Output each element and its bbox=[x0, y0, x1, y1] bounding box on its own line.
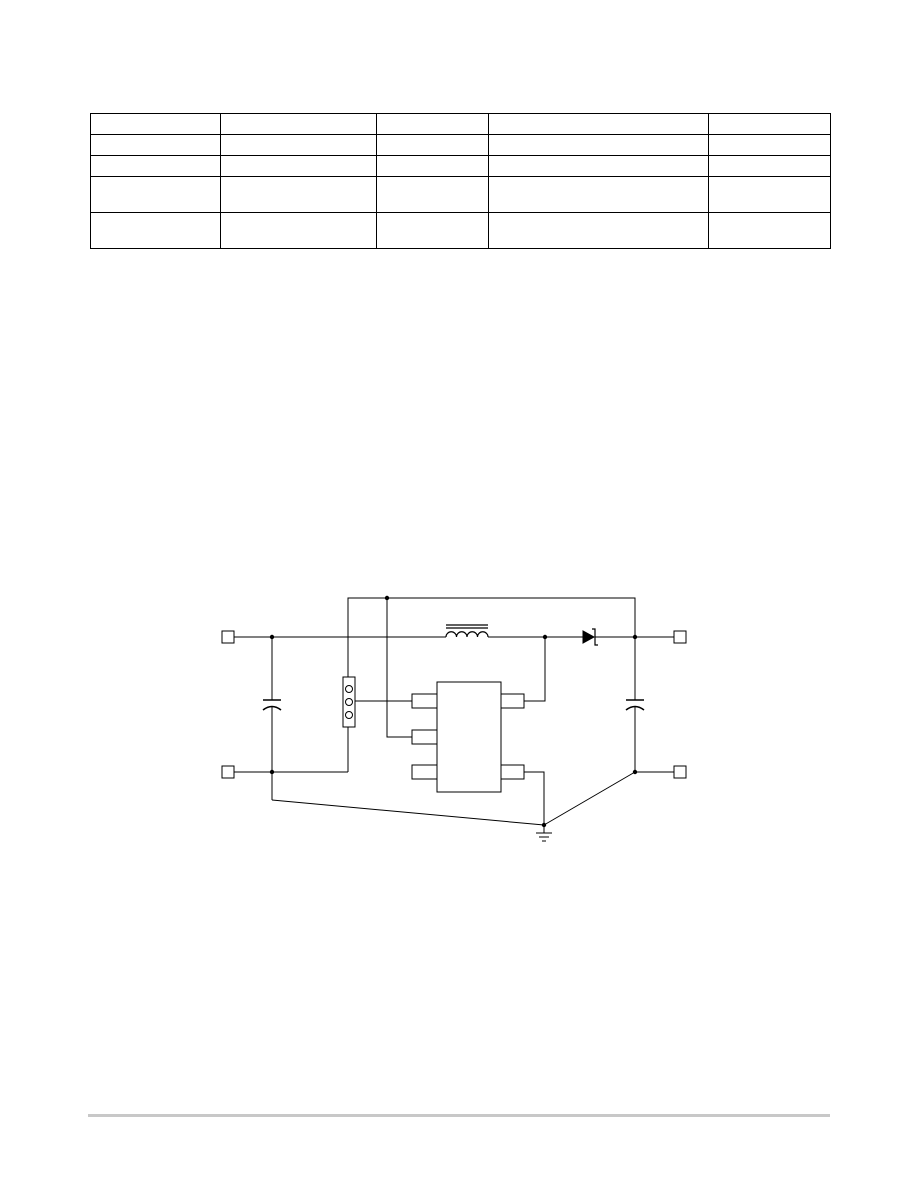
table-cell bbox=[220, 212, 377, 249]
junction-dot bbox=[632, 769, 638, 775]
ic-pin bbox=[500, 693, 525, 709]
junction-dot bbox=[384, 595, 390, 601]
table-cell bbox=[708, 176, 831, 213]
table-cell bbox=[488, 155, 709, 177]
table-cell bbox=[220, 155, 377, 177]
table-cell bbox=[376, 212, 489, 249]
junction-dot bbox=[269, 769, 275, 775]
table-cell bbox=[488, 176, 709, 213]
table-cell bbox=[488, 134, 709, 156]
table-cell bbox=[708, 212, 831, 249]
table-cell bbox=[488, 113, 709, 135]
table-cell bbox=[220, 113, 377, 135]
junctions bbox=[269, 595, 638, 828]
table-cell bbox=[376, 113, 489, 135]
ic-pin bbox=[411, 693, 438, 709]
table-cell bbox=[220, 134, 377, 156]
ic-pin bbox=[411, 729, 438, 745]
table-cell bbox=[708, 155, 831, 177]
component-table bbox=[90, 113, 831, 249]
table-cell bbox=[90, 113, 221, 135]
input-terminal-negative bbox=[221, 765, 235, 779]
table-cell bbox=[376, 134, 489, 156]
output-terminal-negative bbox=[673, 765, 687, 779]
table-row bbox=[90, 134, 831, 156]
junction-dot bbox=[542, 634, 548, 640]
three-pin-jumper bbox=[342, 676, 356, 728]
table-row bbox=[90, 212, 831, 249]
table-cell bbox=[488, 212, 709, 249]
ic-pin bbox=[500, 764, 525, 780]
junction-dot bbox=[632, 634, 638, 640]
table-row bbox=[90, 155, 831, 177]
inductor bbox=[445, 624, 489, 638]
table-row bbox=[90, 176, 831, 213]
ic-pin bbox=[411, 764, 438, 780]
input-capacitor bbox=[262, 699, 282, 711]
schottky-diode bbox=[582, 628, 598, 646]
input-terminal-positive bbox=[221, 630, 235, 644]
table-cell bbox=[376, 176, 489, 213]
table-cell bbox=[90, 176, 221, 213]
table-cell bbox=[90, 134, 221, 156]
table-cell bbox=[376, 155, 489, 177]
table-row bbox=[90, 113, 831, 135]
ic-package bbox=[411, 681, 525, 793]
circuit-schematic bbox=[221, 595, 687, 842]
table-cell bbox=[220, 176, 377, 213]
table-cell bbox=[708, 113, 831, 135]
junction-dot bbox=[541, 822, 547, 828]
table-cell bbox=[90, 212, 221, 249]
output-terminal-positive bbox=[673, 630, 687, 644]
ground-symbol bbox=[536, 825, 552, 842]
table-cell bbox=[708, 134, 831, 156]
wires bbox=[234, 597, 674, 826]
junction-dot bbox=[269, 634, 275, 640]
output-capacitor bbox=[625, 699, 645, 711]
table-cell bbox=[90, 155, 221, 177]
footer-divider bbox=[88, 1114, 830, 1117]
